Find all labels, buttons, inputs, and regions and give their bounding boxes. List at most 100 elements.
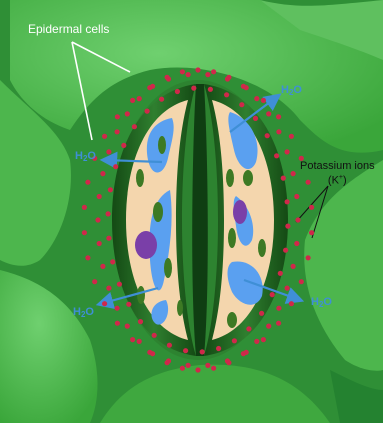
o-text: O bbox=[293, 84, 302, 96]
dot-icon bbox=[121, 143, 126, 148]
dot-icon bbox=[295, 217, 300, 222]
dot-icon bbox=[232, 338, 237, 343]
dot-icon bbox=[95, 217, 100, 222]
chloroplast bbox=[164, 258, 172, 278]
dot-icon bbox=[265, 133, 270, 138]
dot-icon bbox=[108, 187, 113, 192]
dot-icon bbox=[208, 87, 213, 92]
dot-icon bbox=[216, 346, 221, 351]
dot-icon bbox=[253, 116, 258, 121]
dot-icon bbox=[115, 129, 120, 134]
dot-icon bbox=[211, 366, 216, 371]
dot-icon bbox=[211, 69, 216, 74]
dot-icon bbox=[289, 134, 294, 139]
dot-icon bbox=[102, 301, 107, 306]
dot-icon bbox=[224, 92, 229, 97]
dot-icon bbox=[92, 279, 97, 284]
h-text: H bbox=[311, 296, 319, 308]
dot-icon bbox=[106, 211, 111, 216]
chloroplast bbox=[228, 228, 236, 248]
dot-icon bbox=[145, 109, 150, 114]
dot-icon bbox=[106, 236, 111, 241]
water-label-top-right: H2O bbox=[281, 84, 302, 97]
dot-icon bbox=[137, 96, 142, 101]
dot-icon bbox=[244, 350, 249, 355]
dot-icon bbox=[130, 337, 135, 342]
dot-icon bbox=[180, 366, 185, 371]
water-label-bottom-left: H2O bbox=[73, 306, 94, 319]
chloroplast bbox=[226, 169, 234, 187]
dot-icon bbox=[159, 97, 164, 102]
dot-icon bbox=[261, 337, 266, 342]
dot-icon bbox=[281, 176, 286, 181]
dot-icon bbox=[117, 282, 122, 287]
epidermal-cells-label: Epidermal cells bbox=[28, 22, 109, 36]
dot-icon bbox=[276, 321, 281, 326]
dot-icon bbox=[110, 259, 115, 264]
dot-icon bbox=[225, 76, 230, 81]
dot-icon bbox=[147, 85, 152, 90]
dot-icon bbox=[254, 339, 259, 344]
dot-icon bbox=[97, 241, 102, 246]
dot-icon bbox=[186, 72, 191, 77]
dot-icon bbox=[115, 114, 120, 119]
k-close: ) bbox=[343, 175, 347, 187]
dot-icon bbox=[125, 111, 130, 116]
dot-icon bbox=[195, 367, 200, 372]
dot-icon bbox=[147, 350, 152, 355]
dot-icon bbox=[82, 205, 87, 210]
dot-icon bbox=[130, 98, 135, 103]
dot-icon bbox=[278, 271, 283, 276]
dot-icon bbox=[225, 358, 230, 363]
dot-icon bbox=[102, 134, 107, 139]
chloroplast bbox=[136, 169, 144, 187]
dot-icon bbox=[175, 89, 180, 94]
nucleus bbox=[135, 231, 157, 259]
dot-icon bbox=[299, 279, 304, 284]
dot-icon bbox=[85, 255, 90, 260]
potassium-ions-label: Potassium ions (K+) bbox=[300, 160, 375, 187]
potassium-ions-label-line2: (K+) bbox=[300, 172, 375, 187]
dot-icon bbox=[180, 69, 185, 74]
dot-icon bbox=[167, 343, 172, 348]
chloroplast bbox=[158, 136, 166, 154]
chloroplast bbox=[137, 286, 145, 304]
dot-icon bbox=[266, 111, 271, 116]
h-text: H bbox=[281, 84, 289, 96]
dot-icon bbox=[166, 76, 171, 81]
dot-icon bbox=[283, 248, 288, 253]
dot-icon bbox=[274, 153, 279, 158]
dot-icon bbox=[285, 199, 290, 204]
dot-icon bbox=[205, 72, 210, 77]
dot-icon bbox=[261, 98, 266, 103]
dot-icon bbox=[132, 124, 137, 129]
dot-icon bbox=[285, 286, 290, 291]
dot-icon bbox=[276, 114, 281, 119]
dot-icon bbox=[115, 306, 120, 311]
water-label-left: H2O bbox=[75, 150, 96, 163]
o-text: O bbox=[87, 150, 96, 162]
dot-icon bbox=[244, 85, 249, 90]
dot-icon bbox=[294, 241, 299, 246]
dot-icon bbox=[106, 286, 111, 291]
dot-icon bbox=[100, 264, 105, 269]
dot-icon bbox=[276, 306, 281, 311]
dot-icon bbox=[291, 171, 296, 176]
h-text: H bbox=[73, 306, 81, 318]
dot-icon bbox=[246, 326, 251, 331]
dot-icon bbox=[291, 264, 296, 269]
dot-icon bbox=[186, 363, 191, 368]
dot-icon bbox=[285, 149, 290, 154]
dot-icon bbox=[205, 363, 210, 368]
dot-icon bbox=[306, 255, 311, 260]
k-open: (K bbox=[328, 175, 339, 187]
stoma-pore bbox=[192, 84, 208, 356]
chloroplast bbox=[243, 170, 253, 186]
chloroplast bbox=[227, 312, 237, 328]
dot-icon bbox=[309, 205, 314, 210]
o-text: O bbox=[85, 306, 94, 318]
potassium-ions-label-line1: Potassium ions bbox=[300, 160, 375, 172]
dot-icon bbox=[97, 194, 102, 199]
dot-icon bbox=[115, 321, 120, 326]
